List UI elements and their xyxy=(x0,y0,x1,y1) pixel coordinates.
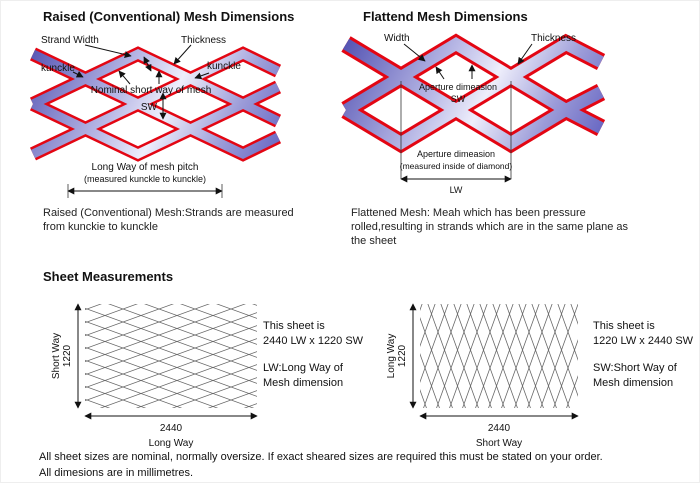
right-sheet-diagram: Long Way 1220 2440 Short Way xyxy=(386,303,579,449)
nominal-arrow-1 xyxy=(118,70,131,85)
left-sheet-diagram: Short Way 1220 2440 Long Way xyxy=(51,303,258,449)
lw-pitch-label: Long Way of mesh pitch xyxy=(92,162,199,173)
thickness-label: Thickness xyxy=(181,35,226,46)
aperture-lw-note: (measured inside of diamond) xyxy=(400,161,513,171)
left-sheet-mesh xyxy=(85,304,257,408)
left-sheet-vertical-label: Short Way xyxy=(51,333,62,379)
aperture-arrow-1 xyxy=(435,66,445,80)
raised-caption: Raised (Conventional) Mesh:Strands are m… xyxy=(43,207,294,233)
knuckle-left-label: kunckle xyxy=(41,63,75,74)
right-sheet-horizontal-value: 2440 xyxy=(488,423,511,434)
left-sheet-horizontal-value: 2440 xyxy=(160,423,183,434)
flattened-thickness-label: Thickness xyxy=(531,33,576,44)
footer-note-line2: All dimesions are in millimetres. xyxy=(39,467,194,479)
nominal-sw-label: Nominal short way of mesh xyxy=(91,85,212,96)
right-sheet-vertical-label: Long Way xyxy=(386,334,397,379)
right-sheet-mesh xyxy=(420,304,578,408)
strand-width-label: Strand Width xyxy=(41,35,99,46)
strand-width-dim-arrow xyxy=(143,56,152,72)
aperture-lw-label: Aperture dimeasion xyxy=(417,149,495,159)
lw-label: LW xyxy=(450,185,463,195)
right-sheet-note-line2: 1220 LW x 2440 SW xyxy=(593,335,694,347)
flattened-mesh-diagram: Width Thickness Aperture dimeasion SW Ap… xyxy=(341,33,606,195)
raised-section-title: Raised (Conventional) Mesh Dimensions xyxy=(43,9,295,24)
sheet-measurements-title: Sheet Measurements xyxy=(43,269,174,284)
sw-label: SW xyxy=(141,102,158,113)
left-sheet-note-line3: LW:Long Way of xyxy=(263,362,343,374)
lw-pitch-note: (measured kunckle to kunckle) xyxy=(84,174,206,184)
knuckle-right-label: kunckle xyxy=(207,61,241,72)
left-sheet-horizontal-label: Long Way xyxy=(149,438,194,449)
flattened-mesh-strands xyxy=(341,33,606,154)
left-sheet-note: This sheet is 2440 LW x 1220 SW LW:Long … xyxy=(263,319,363,391)
flattened-section-title: Flattend Mesh Dimensions xyxy=(363,9,528,24)
footer-note-line1: All sheet sizes are nominal, normally ov… xyxy=(39,451,603,463)
right-sheet-note-line3: SW:Short Way of xyxy=(593,362,677,374)
left-sheet-note-line1: This sheet is xyxy=(263,320,325,332)
width-label: Width xyxy=(384,33,410,44)
right-sheet-horizontal-label: Short Way xyxy=(476,438,522,449)
right-sheet-vertical-value: 1220 xyxy=(397,344,408,367)
flattened-caption: Flattened Mesh: Meah which has been pres… xyxy=(351,207,628,247)
spacer xyxy=(593,349,693,361)
knuckle-left-arrow xyxy=(72,71,84,78)
aperture-sw-value-label: SW xyxy=(451,94,466,104)
flattened-thickness-arrow xyxy=(517,43,533,65)
raised-mesh-diagram: Strand Width kunckle Thickness kunckle N… xyxy=(29,35,282,198)
left-sheet-vertical-value: 1220 xyxy=(62,344,73,367)
aperture-sw-label: Aperture dimeasion xyxy=(419,82,497,92)
width-arrow xyxy=(403,43,426,62)
knuckle-right-arrow xyxy=(194,72,210,80)
strand-width-arrow xyxy=(84,44,132,58)
left-sheet-note-line2: 2440 LW x 1220 SW xyxy=(263,335,364,347)
right-sheet-note-line1: This sheet is xyxy=(593,320,655,332)
spacer xyxy=(263,349,363,361)
left-sheet-note-line4: Mesh dimension xyxy=(263,377,344,389)
right-sheet-note-line4: Mesh dimension xyxy=(593,377,674,389)
right-sheet-note: This sheet is 1220 LW x 2440 SW SW:Short… xyxy=(593,319,693,391)
thickness-arrow xyxy=(173,44,192,65)
